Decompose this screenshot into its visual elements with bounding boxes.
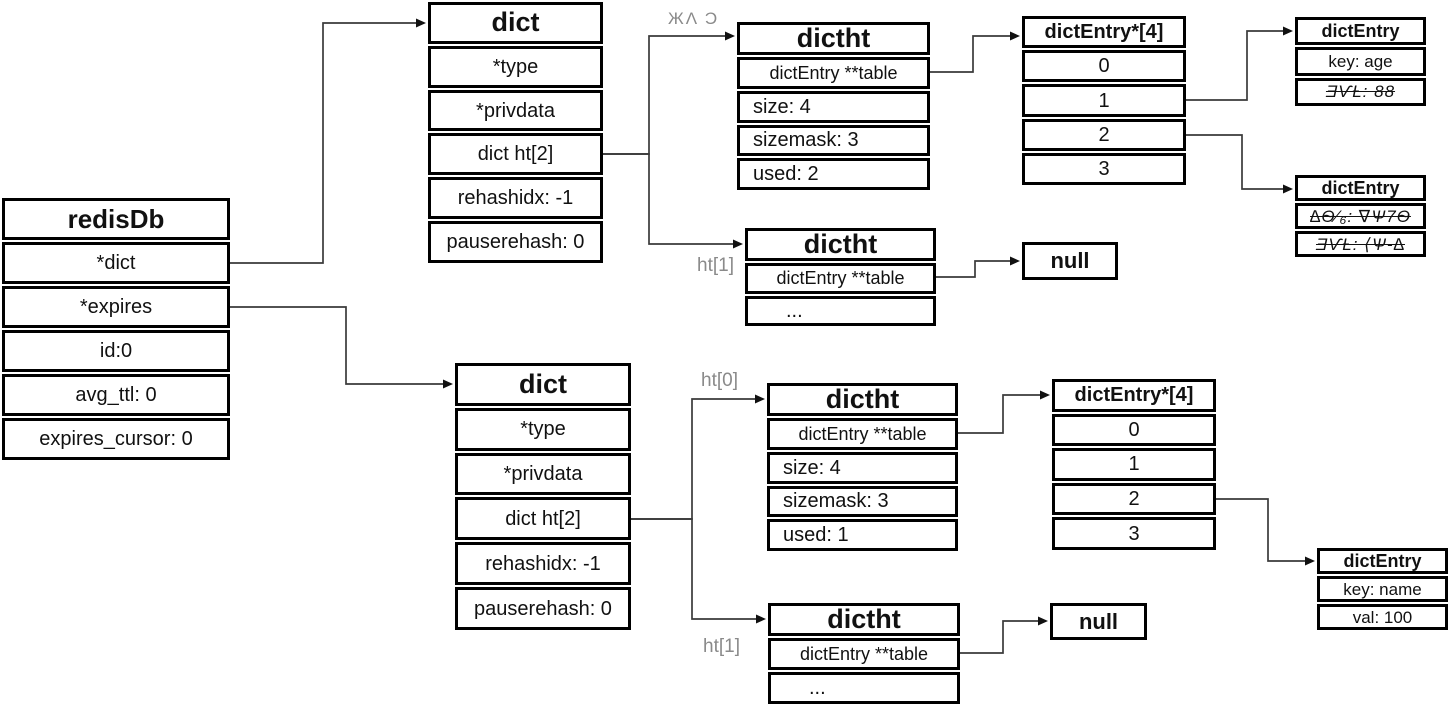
dict-top-field-type: *type [428,45,603,88]
dictht-ht1-top-field-table: dictEntry **table [745,263,936,294]
null-top-box: null [1022,242,1118,280]
dictentry-age-struct: dictEntry key: age ƎѴȽ: 88 [1295,17,1426,106]
array-top-slot-2: 2 [1022,118,1186,151]
wire-dictht-top-array [930,31,1020,73]
wire-dicttop-ht0 [603,31,735,155]
dict-top-field-rehashidx: rehashidx: -1 [428,177,603,220]
wire-dictht-bot2-null [960,616,1048,654]
dict-top-struct: dict *type *privdata dict ht[2] rehashid… [428,2,603,263]
dictht-ht1-bottom-title: dictht [768,603,960,636]
dictentry-garbled-key: ∆Ѳ⁄₆: ∇Ѱ7Ѳ [1295,203,1426,229]
wire-redisdb-dict-top [230,18,426,264]
dictht-bottom-field-table: dictEntry **table [767,418,958,450]
array-bottom-slot-1: 1 [1052,448,1216,481]
dictentry-array-bottom-title: dictEntry*[4] [1052,379,1216,412]
dictentry-name-key: key: name [1317,576,1448,602]
redisdb-field-dict: *dict [2,242,230,284]
dictentry-name-struct: dictEntry key: name val: 100 [1317,548,1448,630]
redisdb-struct: redisDb *dict *expires id:0 avg_ttl: 0 e… [2,198,230,460]
wire-array-bot-slot2-entry-name [1216,498,1315,566]
dict-bottom-struct: dict *type *privdata dict ht[2] rehashid… [455,363,631,630]
wire-dictht-bot-array [958,390,1050,434]
dictentry-age-val: ƎѴȽ: 88 [1295,77,1426,106]
dictht-ht1-top-title: dictht [745,228,936,261]
redisdb-field-avg-ttl: avg_ttl: 0 [2,374,230,416]
dictht-top-title: dictht [737,22,930,55]
array-top-slot-3: 3 [1022,152,1186,186]
wire-array-slot2-entry-garbled [1186,134,1293,194]
array-top-slot-0: 0 [1022,50,1186,83]
dictentry-age-key: key: age [1295,47,1426,76]
dictht-bottom-title: dictht [767,383,958,416]
dict-bottom-field-ht2: dict ht[2] [455,497,631,541]
dictentry-garbled-val: ƎѴȽ: ⟨Ѱ-∆ [1295,231,1426,257]
dictentry-name-title: dictEntry [1317,548,1448,574]
dict-bottom-field-type: *type [455,407,631,451]
dictht-bottom-struct: dictht dictEntry **table size: 4 sizemas… [767,383,958,551]
dictht-top-field-table: dictEntry **table [737,57,930,89]
dict-bottom-field-privdata: *privdata [455,452,631,496]
array-bottom-slot-3: 3 [1052,517,1216,550]
dict-top-field-privdata: *privdata [428,89,603,132]
dict-bottom-field-rehashidx: rehashidx: -1 [455,542,631,586]
wire-dicttop-ht1 [603,153,743,249]
dictentry-array-top-title: dictEntry*[4] [1022,16,1186,49]
dict-top-field-pauserehash: pauserehash: 0 [428,221,603,263]
wire-redisdb-expires-dict-bottom [230,306,453,389]
dictht-top-field-size: size: 4 [737,90,930,123]
redisdb-field-expires: *expires [2,286,230,328]
array-bottom-slot-0: 0 [1052,413,1216,447]
dict-top-title: dict [428,2,603,44]
dictht-bottom-field-sizemask: sizemask: 3 [767,485,958,518]
null-top-label: null [1022,242,1118,280]
array-top-slot-1: 1 [1022,84,1186,117]
null-bottom-label: null [1050,603,1147,640]
array-bottom-slot-2: 2 [1052,482,1216,516]
dictentry-garbled-title: dictEntry [1295,175,1426,201]
dictht-top-field-used: used: 2 [737,158,930,190]
dict-bottom-field-pauserehash: pauserehash: 0 [455,587,631,630]
redisdb-field-expires-cursor: expires_cursor: 0 [2,418,230,460]
wire-array-slot1-entry-age [1186,26,1293,101]
dictentry-age-title: dictEntry [1295,17,1426,46]
dictht-top-struct: dictht dictEntry **table size: 4 sizemas… [737,22,930,190]
wire-dictbot-ht0 [631,394,765,520]
dictht-ht1-top-ellipsis: ... [745,295,936,326]
dictentry-array-top: dictEntry*[4] 0 1 2 3 [1022,16,1186,186]
wire-dictbot-ht1 [631,518,766,624]
dict-top-field-ht2: dict ht[2] [428,133,603,176]
dictht-ht1-bottom-ellipsis: ... [768,672,960,704]
wire-dictht-mid-null [936,256,1020,278]
redisdb-title: redisDb [2,198,230,240]
dictht-bottom-field-size: size: 4 [767,451,958,484]
ht0-bottom-pointer-label: ht[0] [701,370,738,391]
dictht-ht1-bottom-field-table: dictEntry **table [768,638,960,670]
ht1-bottom-pointer-label: ht[1] [703,636,740,657]
dictht-bottom-field-used: used: 1 [767,519,958,551]
dictentry-garbled-struct: dictEntry ∆Ѳ⁄₆: ∇Ѱ7Ѳ ƎѴȽ: ⟨Ѱ-∆ [1295,175,1426,257]
dictht-ht1-top-struct: dictht dictEntry **table ... [745,228,936,326]
dictentry-name-val: val: 100 [1317,604,1448,630]
null-bottom-box: null [1050,603,1147,640]
dictht-top-field-sizemask: sizemask: 3 [737,124,930,157]
dictht-ht1-bottom-struct: dictht dictEntry **table ... [768,603,960,704]
redisdb-field-id: id:0 [2,330,230,372]
ht1-top-pointer-label: ht[1] [697,255,734,276]
ht0-top-pointer-label-garbled: ЖΛ Ɔ [668,9,720,28]
dict-bottom-title: dict [455,363,631,406]
dictentry-array-bottom: dictEntry*[4] 0 1 2 3 [1052,379,1216,550]
